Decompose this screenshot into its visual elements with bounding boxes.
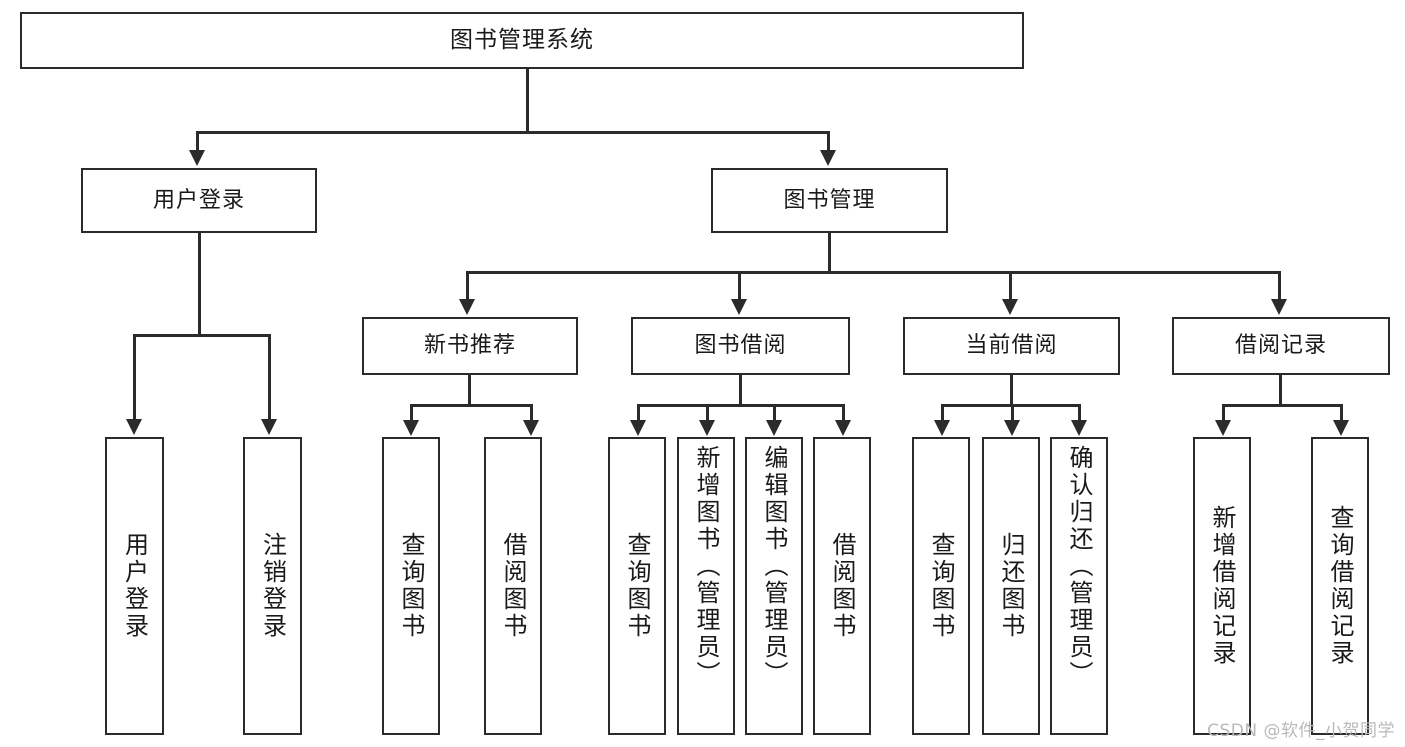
arrow-new-book-leaf-2 [523, 420, 539, 436]
node-label: 注销登录 [258, 532, 287, 640]
connector-borrow-record-bus [1222, 404, 1340, 407]
connector-to-current-borrow [1009, 271, 1012, 299]
connector-to-new-book [466, 271, 469, 299]
node-label: 用户登录 [152, 187, 245, 213]
leaf-borrow-record-add[interactable]: 新增借阅记录 [1193, 437, 1251, 735]
node-new-book-recommend[interactable]: 新书推荐 [362, 317, 578, 375]
node-label: 查询图书 [623, 532, 651, 640]
watermark: CSDN @软件_小贺同学 [1207, 721, 1395, 741]
leaf-book-borrow-add[interactable]: 新增图书（管理员） [677, 437, 735, 735]
arrow-to-new-book [459, 299, 475, 315]
arrow-book-borrow-leaf-2 [699, 420, 715, 436]
connector-new-book-bus [410, 404, 530, 407]
connector-borrow-record-stem [1279, 375, 1282, 406]
connector-user-login-stem [198, 233, 201, 336]
leaf-current-borrow-confirm[interactable]: 确认归还（管理员） [1050, 437, 1108, 735]
arrow-borrow-record-leaf-1 [1215, 420, 1231, 436]
leaf-borrow-record-query[interactable]: 查询借阅记录 [1311, 437, 1369, 735]
leaf-book-borrow-edit[interactable]: 编辑图书（管理员） [745, 437, 803, 735]
arrow-new-book-leaf-1 [403, 420, 419, 436]
connector-current-borrow-stem [1010, 375, 1013, 406]
arrow-to-user-login [189, 150, 205, 166]
connector-current-borrow-leaf-1 [941, 404, 944, 420]
node-label: 确认归还（管理员） [1065, 445, 1093, 688]
leaf-current-borrow-query[interactable]: 查询图书 [912, 437, 970, 735]
arrow-book-borrow-leaf-1 [630, 420, 646, 436]
arrow-user-login-leaf-2 [261, 419, 277, 435]
node-book-management[interactable]: 图书管理 [711, 168, 948, 233]
arrow-book-borrow-leaf-3 [766, 420, 782, 436]
node-label: 新书推荐 [423, 333, 516, 359]
leaf-new-book-borrow[interactable]: 借阅图书 [484, 437, 542, 735]
node-label: 查询图书 [927, 532, 955, 640]
connector-book-borrow-leaf-1 [637, 404, 640, 420]
node-label: 借阅图书 [499, 532, 527, 640]
node-label: 归还图书 [997, 532, 1025, 640]
node-label: 新增借阅记录 [1208, 505, 1236, 667]
connector-book-borrow-leaf-2 [706, 404, 709, 420]
node-label: 图书管理 [783, 187, 876, 213]
connector-user-login-bus [133, 334, 268, 337]
connector-new-book-leaf-1 [410, 404, 413, 420]
leaf-user-login-logout[interactable]: 注销登录 [243, 437, 302, 735]
connector-book-mgmt-bus [466, 271, 1280, 274]
connector-new-book-leaf-2 [530, 404, 533, 420]
connector-user-login-leaf-2 [268, 334, 271, 419]
node-user-login[interactable]: 用户登录 [81, 168, 317, 233]
node-label: 用户登录 [120, 532, 149, 640]
arrow-current-borrow-leaf-1 [934, 420, 950, 436]
node-label: 查询借阅记录 [1326, 505, 1354, 667]
node-root-system[interactable]: 图书管理系统 [20, 12, 1024, 69]
leaf-book-borrow-query[interactable]: 查询图书 [608, 437, 666, 735]
arrow-current-borrow-leaf-3 [1071, 420, 1087, 436]
connector-new-book-stem [468, 375, 471, 406]
leaf-current-borrow-return[interactable]: 归还图书 [982, 437, 1040, 735]
connector-to-borrow-record [1278, 271, 1281, 299]
node-label: 当前借阅 [965, 333, 1058, 359]
node-label: 图书管理系统 [450, 27, 594, 54]
node-label: 编辑图书（管理员） [760, 445, 788, 688]
arrow-user-login-leaf-1 [126, 419, 142, 435]
connector-book-borrow-leaf-4 [842, 404, 845, 420]
connector-user-login-leaf-1 [133, 334, 136, 419]
arrow-to-current-borrow [1002, 299, 1018, 315]
arrow-borrow-record-leaf-2 [1333, 420, 1349, 436]
connector-to-book-borrow [738, 271, 741, 299]
leaf-book-borrow-borrow[interactable]: 借阅图书 [813, 437, 871, 735]
connector-to-user-login [196, 131, 199, 150]
node-book-borrow[interactable]: 图书借阅 [631, 317, 850, 375]
node-label: 查询图书 [397, 532, 425, 640]
node-label: 借阅记录 [1234, 333, 1327, 359]
node-label: 图书借阅 [694, 333, 787, 359]
arrow-current-borrow-leaf-2 [1004, 420, 1020, 436]
arrow-to-borrow-record [1271, 299, 1287, 315]
connector-book-mgmt-stem [828, 233, 831, 273]
connector-current-borrow-leaf-3 [1078, 404, 1081, 420]
connector-book-borrow-stem [739, 375, 742, 406]
connector-to-book-mgmt [827, 131, 830, 150]
connector-root-stem [526, 69, 529, 131]
node-borrow-record[interactable]: 借阅记录 [1172, 317, 1390, 375]
arrow-to-book-mgmt [820, 150, 836, 166]
node-label: 借阅图书 [828, 532, 856, 640]
connector-book-borrow-bus [637, 404, 845, 407]
connector-borrow-record-leaf-2 [1340, 404, 1343, 420]
connector-book-borrow-leaf-3 [773, 404, 776, 420]
arrow-to-book-borrow [731, 299, 747, 315]
node-current-borrow[interactable]: 当前借阅 [903, 317, 1120, 375]
connector-borrow-record-leaf-1 [1222, 404, 1225, 420]
connector-root-bus [196, 131, 830, 134]
connector-current-borrow-leaf-2 [1011, 404, 1014, 420]
leaf-new-book-query[interactable]: 查询图书 [382, 437, 440, 735]
arrow-book-borrow-leaf-4 [835, 420, 851, 436]
leaf-user-login-login[interactable]: 用户登录 [105, 437, 164, 735]
node-label: 新增图书（管理员） [692, 445, 720, 688]
